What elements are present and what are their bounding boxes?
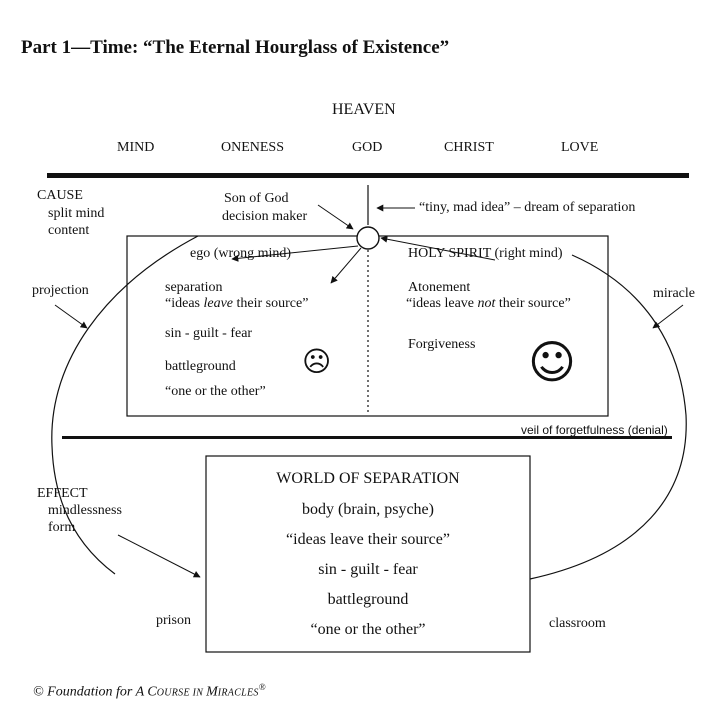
heaven-term-christ: CHRIST	[444, 140, 494, 155]
miracle-curve	[529, 254, 687, 580]
from-holy-spirit-arrow	[380, 235, 496, 261]
effect-arrow	[117, 534, 201, 578]
heaven-term-mind: MIND	[117, 140, 155, 155]
cause-content: content	[48, 223, 90, 238]
miracle-label: miracle	[653, 286, 695, 301]
cause-heading: CAUSE	[37, 188, 83, 203]
ego-battleground: battleground	[165, 359, 236, 374]
to-separation-arrow	[330, 247, 362, 284]
heaven-term-oneness: ONENESS	[221, 140, 285, 155]
to-ego-arrow	[231, 245, 359, 262]
effect-form: form	[48, 520, 76, 535]
smile-icon: ☺	[528, 335, 576, 389]
holy-spirit-forgiveness: Forgiveness	[408, 337, 476, 352]
world-item-battleground: battleground	[327, 591, 409, 608]
world-item-ideas: “ideas leave their source”	[286, 531, 450, 548]
copyright-notice: © Foundation for A COURSE IN MIRACLES®	[33, 682, 266, 700]
ego-one-or-other: “one or the other”	[165, 384, 266, 399]
veil-label: veil of forgetfulness (denial)	[521, 423, 668, 437]
world-heading: WORLD OF SEPARATION	[276, 470, 460, 487]
effect-mindlessness: mindlessness	[48, 503, 122, 518]
holy-spirit-atonement: Atonement	[408, 280, 471, 295]
tiny-mad-idea-label: “tiny, mad idea” – dream of separation	[419, 200, 636, 215]
frown-icon: ☹	[302, 345, 332, 378]
effect-heading: EFFECT	[37, 486, 88, 501]
world-item-one-or-other: “one or the other”	[310, 621, 426, 638]
world-item-body: body (brain, psyche)	[302, 501, 434, 518]
projection-curve	[51, 235, 199, 575]
ego-separation: separation	[165, 280, 223, 295]
son-of-god-arrow	[317, 204, 354, 230]
holy-spirit-heading: HOLY SPIRIT (right mind)	[408, 246, 563, 261]
decision-maker-circle	[356, 226, 380, 250]
classroom-label: classroom	[549, 616, 606, 631]
heaven-term-god: GOD	[352, 140, 383, 155]
decision-maker-label: decision maker	[222, 209, 308, 224]
ego-quote: “ideas leave their source”	[165, 296, 309, 311]
projection-arrow	[54, 304, 88, 329]
miracle-arrow	[652, 304, 684, 329]
ego-sin-guilt-fear: sin - guilt - fear	[165, 326, 253, 341]
veil-line	[62, 436, 672, 439]
heaven-label: HEAVEN	[332, 101, 396, 118]
son-of-god-label: Son of God	[224, 191, 289, 206]
heaven-bar	[47, 173, 689, 178]
holy-spirit-quote: “ideas leave not their source”	[406, 296, 571, 311]
prison-label: prison	[156, 613, 191, 628]
world-item-sin: sin - guilt - fear	[318, 561, 418, 578]
projection-label: projection	[32, 283, 89, 298]
ego-heading: ego (wrong mind)	[190, 246, 292, 261]
world-box	[205, 455, 531, 653]
cause-split-mind: split mind	[48, 206, 105, 221]
heaven-term-love: LOVE	[561, 140, 599, 155]
page-title: Part 1—Time: “The Eternal Hourglass of E…	[21, 37, 450, 58]
